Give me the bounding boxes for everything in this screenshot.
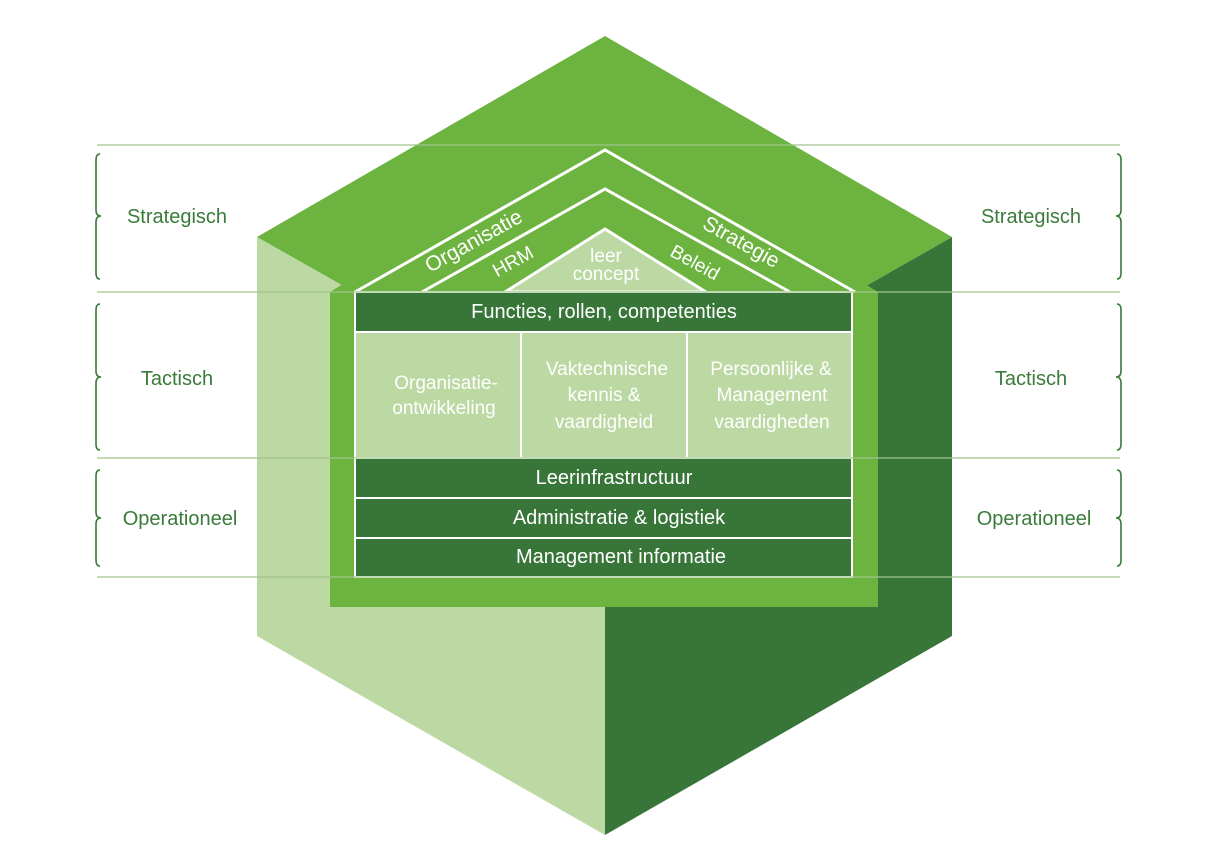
cell-2-line-1: Vaktechnische (546, 359, 668, 380)
roof-middle-line (421, 187, 791, 294)
right-label-operationeel: Operationeel (977, 508, 1092, 530)
bar-management-informatie-label: Management informatie (516, 546, 726, 568)
functions-bar-label: Functies, rollen, competenties (471, 301, 737, 323)
left-label-tactisch: Tactisch (141, 368, 213, 390)
roof-label-concept: concept (573, 264, 640, 285)
cell-organisatieontwikkeling (354, 331, 522, 459)
brace-left-operational (95, 469, 102, 567)
cell-2-line-2: kennis & (568, 385, 641, 406)
brace-right-tactical (1115, 303, 1122, 451)
bar-administratie-logistiek-label: Administratie & logistiek (513, 507, 726, 529)
right-label-strategisch: Strategisch (981, 206, 1081, 228)
cell-1-line-1: Organisatie- (394, 373, 498, 394)
left-label-strategisch: Strategisch (127, 206, 227, 228)
bar-management-informatie (354, 537, 853, 578)
cell-1-line-2: ontwikkeling (392, 398, 496, 419)
roof-label-leer: leer (590, 246, 622, 267)
cell-2-line-3: vaardigheid (555, 412, 653, 433)
cell-3-line-1: Persoonlijke & (710, 359, 832, 380)
bar-leerinfrastructuur-label: Leerinfrastructuur (536, 467, 693, 489)
functions-bar (354, 291, 853, 333)
brace-left-strategic (95, 153, 102, 280)
cell-3-line-2: Management (717, 385, 829, 406)
roof-outer-line (354, 148, 856, 294)
left-label-operationeel: Operationeel (123, 508, 238, 530)
cell-3-line-3: vaardigheden (714, 412, 829, 433)
brace-right-strategic (1115, 153, 1122, 280)
brace-left-tactical (95, 303, 102, 451)
right-label-tactisch: Tactisch (995, 368, 1067, 390)
brace-right-operational (1115, 469, 1122, 567)
cell-vaktechnische-kennis (520, 331, 688, 459)
